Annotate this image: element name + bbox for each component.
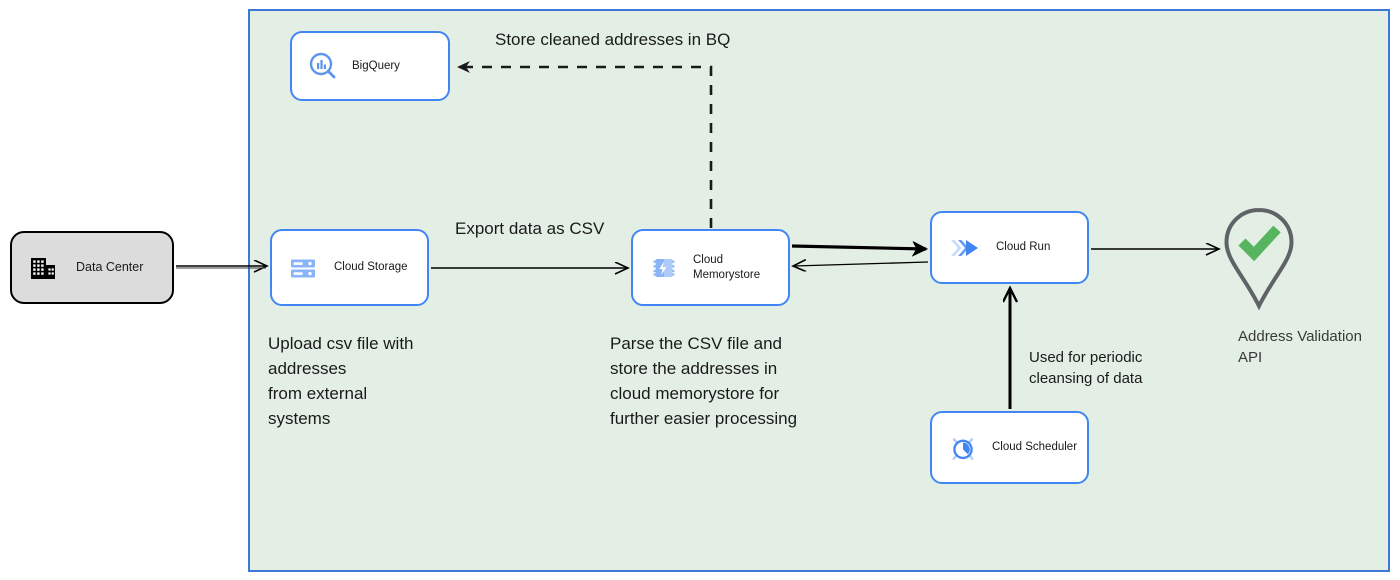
node-address-validation-api[interactable] — [1222, 206, 1296, 311]
annotation-parse: Parse the CSV file and store the address… — [610, 334, 798, 428]
node-cloud-scheduler[interactable]: Cloud Scheduler — [930, 411, 1089, 484]
node-cloud-run[interactable]: Cloud Run — [930, 211, 1089, 284]
cloud-scheduler-icon — [946, 433, 980, 463]
node-label: Data Center — [76, 259, 144, 274]
cloud-storage-icon — [286, 253, 320, 283]
cloud-boundary-region — [248, 9, 1390, 572]
edge-label-export-csv: Export data as CSV — [455, 219, 605, 238]
node-cloud-storage[interactable]: Cloud Storage — [270, 229, 429, 306]
address-validation-pin-icon — [1224, 207, 1294, 311]
cloud-memorystore-icon — [647, 253, 681, 283]
node-label: Cloud Storage — [334, 261, 408, 274]
edge-label-store-in-bq: Store cleaned addresses in BQ — [495, 30, 731, 49]
node-bigquery[interactable]: BigQuery — [290, 31, 450, 101]
bigquery-icon — [306, 51, 340, 81]
node-data-center[interactable]: Data Center — [10, 231, 174, 304]
cloud-run-icon — [946, 233, 986, 263]
edge-label-periodic-cleansing: Used for periodic cleansing of data — [1029, 349, 1143, 387]
label-address-validation-api: Address Validation API — [1238, 328, 1362, 366]
node-label: Cloud Scheduler — [992, 441, 1078, 454]
node-cloud-memorystore[interactable]: Cloud Memorystore — [631, 229, 790, 306]
node-label: Cloud Memorystore — [693, 254, 761, 281]
data-center-icon — [26, 253, 60, 283]
node-label: Cloud Run — [996, 241, 1051, 254]
node-label: BigQuery — [352, 59, 400, 72]
annotation-upload: Upload csv file with addresses from exte… — [268, 334, 414, 428]
